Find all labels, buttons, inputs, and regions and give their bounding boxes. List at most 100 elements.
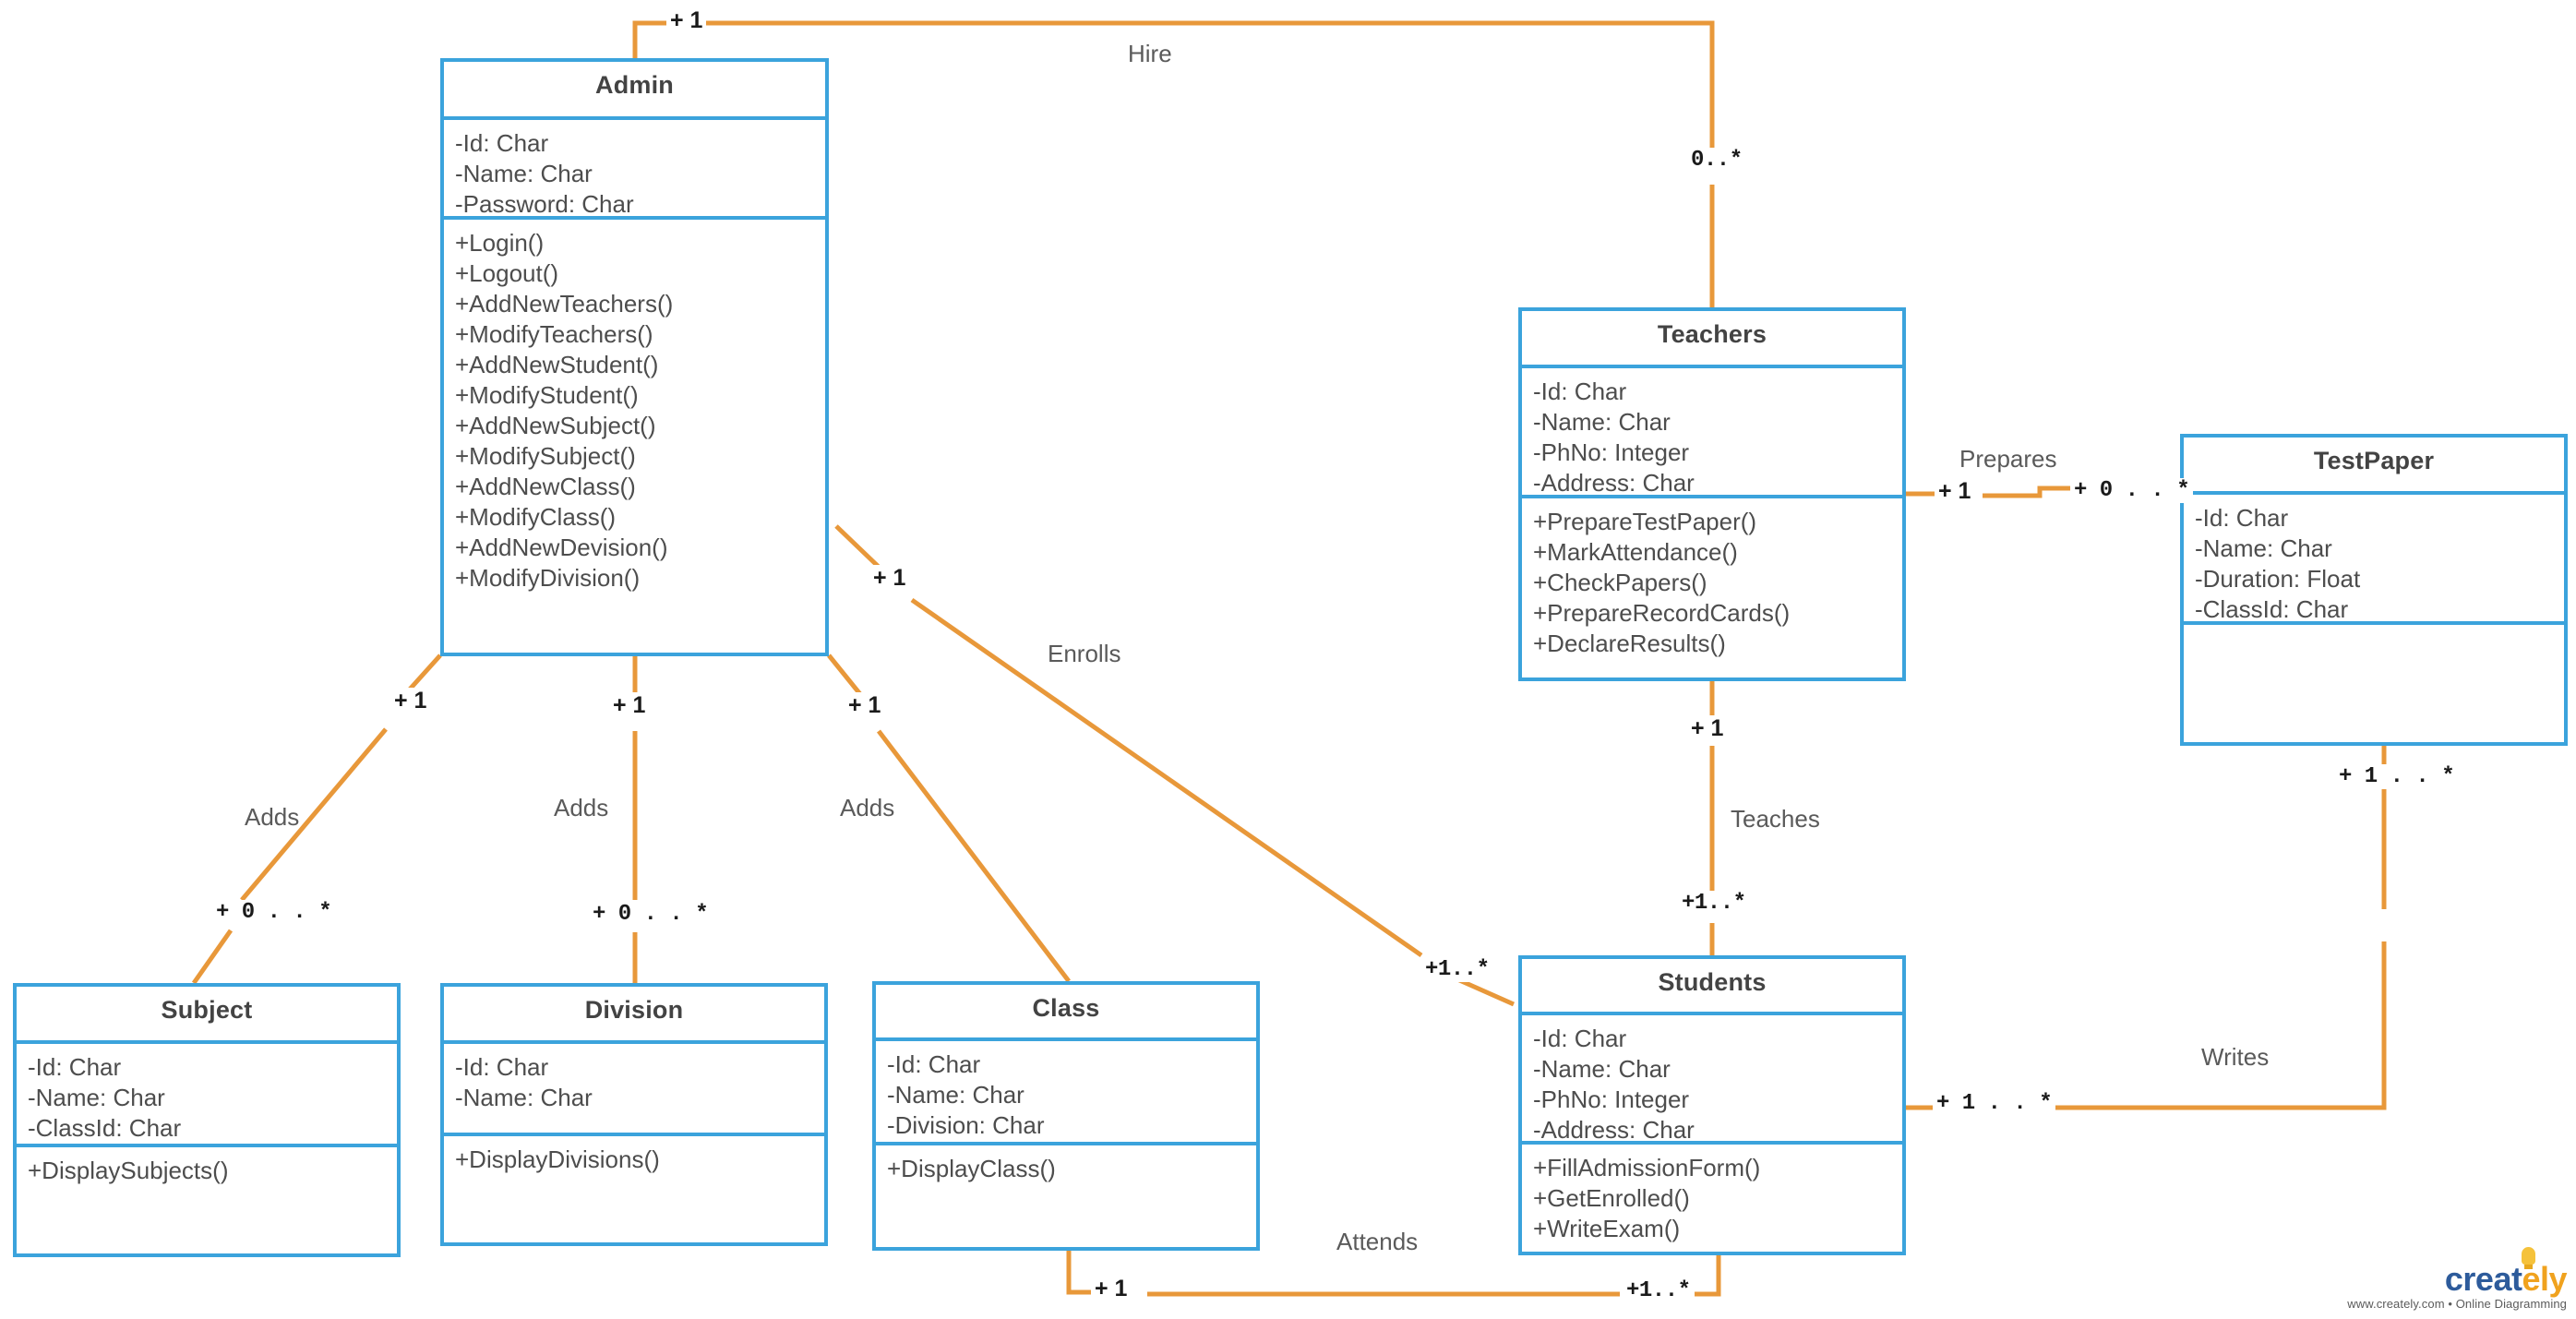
class-operations-admin: +Login() +Logout() +AddNewTeachers() +Mo…: [444, 220, 825, 603]
connector-attends-c: [1691, 1255, 1721, 1297]
class-operations-testpaper: [2184, 625, 2564, 642]
class-title-subject: Subject: [17, 987, 397, 1044]
multiplicity-teaches-students: +1..*: [1678, 891, 1750, 916]
attribute: -Address: Char: [1533, 1116, 1695, 1144]
relationship-label-attends: Attends: [1336, 1228, 1419, 1255]
connector-prepares-b: [1983, 486, 2075, 498]
operation: +ModifyStudent(): [455, 381, 639, 409]
multiplicity-enrolls-students: +1..*: [1421, 957, 1493, 982]
attribute: -Name: Char: [1533, 408, 1671, 436]
class-box-subject[interactable]: Subject -Id: Char -Name: Char -ClassId: …: [13, 983, 401, 1257]
multiplicity-attends-class: + 1: [1091, 1276, 1132, 1302]
operation: +AddNewDevision(): [455, 534, 668, 561]
operation: +WriteExam(): [1533, 1215, 1681, 1242]
creately-logo: creately: [2445, 1247, 2567, 1297]
multiplicity-teaches-teachers: + 1: [1687, 715, 1728, 742]
attribute: -Id: Char: [1533, 378, 1627, 405]
connector-adds-subject-3: [191, 929, 234, 985]
operation: +ModifyDivision(): [455, 564, 641, 592]
class-operations-students: +FillAdmissionForm() +GetEnrolled() +Wri…: [1522, 1145, 1902, 1253]
multiplicity-prepares-testpaper: + 0 . . *: [2070, 478, 2194, 503]
class-box-division[interactable]: Division -Id: Char -Name: Char +DisplayD…: [440, 983, 828, 1246]
multiplicity-writes-students: + 1 . . *: [1933, 1091, 2056, 1116]
connector-hire: [632, 20, 667, 58]
relationship-label-adds-division: Adds: [554, 794, 609, 821]
operation: +AddNewSubject(): [455, 412, 656, 439]
class-box-teachers[interactable]: Teachers -Id: Char -Name: Char -PhNo: In…: [1518, 307, 1906, 681]
creately-tagline: www.creately.com • Online Diagramming: [2347, 1297, 2567, 1311]
attribute: -Id: Char: [455, 129, 549, 157]
operation: +GetEnrolled(): [1533, 1184, 1690, 1212]
connector-enrolls: [834, 524, 883, 571]
connector-hire-main: [701, 20, 1715, 150]
class-title-testpaper: TestPaper: [2184, 438, 2564, 495]
operation: +PrepareTestPaper(): [1533, 508, 1757, 535]
operation: +DisplaySubjects(): [28, 1157, 229, 1184]
multiplicity-attends-students: +1..*: [1623, 1278, 1695, 1303]
class-attributes-students: -Id: Char -Name: Char -PhNo: Integer -Ad…: [1522, 1015, 1902, 1145]
attribute: -Id: Char: [28, 1053, 122, 1081]
class-attributes-class: -Id: Char -Name: Char -Division: Char: [876, 1041, 1256, 1145]
class-operations-teachers: +PrepareTestPaper() +MarkAttendance() +C…: [1522, 498, 1902, 668]
attribute: -Id: Char: [2195, 504, 2289, 532]
connector-adds-class-2: [877, 729, 1071, 983]
operation: +AddNewStudent(): [455, 351, 659, 378]
class-attributes-subject: -Id: Char -Name: Char -ClassId: Char: [17, 1044, 397, 1147]
relationship-label-hire: Hire: [1128, 40, 1172, 67]
attribute: -Id: Char: [1533, 1025, 1627, 1052]
multiplicity-adds-division-division: + 0 . . *: [589, 902, 713, 927]
attribute: -Address: Char: [1533, 469, 1695, 497]
class-title-teachers: Teachers: [1522, 311, 1902, 368]
multiplicity-adds-subject-admin: + 1: [390, 688, 431, 714]
operation: +DeclareResults(): [1533, 630, 1726, 657]
attribute: -Id: Char: [887, 1050, 981, 1078]
multiplicity-hire-teachers: 0..*: [1687, 148, 1746, 173]
operation: +PrepareRecordCards(): [1533, 599, 1791, 627]
relationship-label-adds-class: Adds: [840, 794, 895, 821]
attribute: -ClassId: Char: [2195, 595, 2349, 623]
operation: +ModifyTeachers(): [455, 320, 653, 348]
class-operations-class: +DisplayClass(): [876, 1145, 1256, 1193]
operation: +ModifyClass(): [455, 503, 617, 531]
relationship-label-prepares: Prepares: [1959, 445, 2057, 473]
lightbulb-icon: [2522, 1247, 2535, 1269]
attribute: -ClassId: Char: [28, 1114, 182, 1142]
class-title-division: Division: [444, 987, 824, 1044]
operation: +DisplayDivisions(): [455, 1145, 660, 1173]
operation: +CheckPapers(): [1533, 569, 1707, 596]
multiplicity-adds-subject-subject: + 0 . . *: [212, 900, 336, 925]
attribute: -PhNo: Integer: [1533, 1085, 1690, 1113]
attribute: -Name: Char: [2195, 534, 2332, 562]
attribute: -Duration: Float: [2195, 565, 2361, 593]
multiplicity-hire-admin: + 1: [666, 7, 707, 34]
relationship-label-teaches: Teaches: [1731, 805, 1820, 833]
class-attributes-admin: -Id: Char -Name: Char -Password: Char: [444, 120, 825, 220]
operation: +Login(): [455, 229, 545, 257]
class-operations-subject: +DisplaySubjects(): [17, 1147, 397, 1195]
class-title-students: Students: [1522, 959, 1902, 1015]
operation: +AddNewClass(): [455, 473, 636, 500]
operation: +Logout(): [455, 259, 559, 287]
multiplicity-enrolls-admin: + 1: [869, 565, 910, 592]
class-title-class: Class: [876, 985, 1256, 1041]
relationship-label-enrolls: Enrolls: [1048, 640, 1121, 667]
attribute: -Name: Char: [455, 1084, 593, 1111]
class-attributes-testpaper: -Id: Char -Name: Char -Duration: Float -…: [2184, 495, 2564, 625]
class-box-testpaper[interactable]: TestPaper -Id: Char -Name: Char -Duratio…: [2180, 434, 2568, 746]
attribute: -Password: Char: [455, 190, 634, 218]
multiplicity-writes-testpaper: + 1 . . *: [2335, 764, 2459, 789]
class-box-students[interactable]: Students -Id: Char -Name: Char -PhNo: In…: [1518, 955, 1906, 1255]
class-box-class[interactable]: Class -Id: Char -Name: Char -Division: C…: [872, 981, 1260, 1251]
operation: +DisplayClass(): [887, 1155, 1056, 1182]
attribute: -Name: Char: [455, 160, 593, 187]
operation: +ModifySubject(): [455, 442, 636, 470]
connector-enrolls-2: [910, 597, 1423, 958]
class-attributes-teachers: -Id: Char -Name: Char -PhNo: Integer -Ad…: [1522, 368, 1902, 498]
attribute: -Name: Char: [1533, 1055, 1671, 1083]
class-box-admin[interactable]: Admin -Id: Char -Name: Char -Password: C…: [440, 58, 829, 656]
multiplicity-prepares-teachers: + 1: [1935, 478, 1975, 505]
class-attributes-division: -Id: Char -Name: Char: [444, 1044, 824, 1136]
relationship-label-writes: Writes: [2201, 1043, 2270, 1071]
multiplicity-adds-division-admin: + 1: [609, 692, 650, 719]
